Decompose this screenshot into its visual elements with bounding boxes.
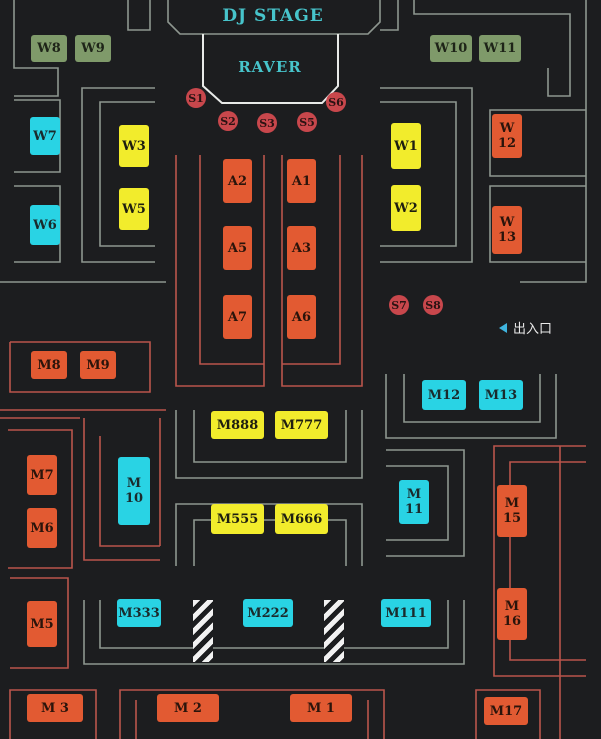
- wall-m12-m13: [385, 374, 557, 439]
- table-w5[interactable]: W5: [119, 188, 149, 230]
- wall-m15-m16: [493, 445, 586, 677]
- stool-s3[interactable]: S3: [257, 113, 277, 133]
- wall-right-w13: [489, 185, 586, 263]
- wall-bottom-m2: [119, 689, 385, 739]
- table-w2[interactable]: W2: [391, 185, 421, 231]
- hatched-walkway-left: [193, 600, 213, 662]
- wall-w3-w5-outer: [81, 87, 155, 263]
- wall-top-left: [13, 0, 59, 97]
- table-m555[interactable]: M555: [211, 504, 264, 534]
- wall-a-block-left: [175, 155, 265, 387]
- wall-m555-m666: [175, 503, 363, 566]
- wall-w1-w2-outer: [380, 87, 473, 263]
- wall-m8-m9: [9, 341, 151, 393]
- exit-label: 出入口: [513, 322, 553, 337]
- table-m16[interactable]: M 16: [497, 588, 527, 640]
- table-m10[interactable]: M 10: [118, 457, 150, 525]
- wall-m3: [9, 689, 97, 739]
- table-m15[interactable]: M 15: [497, 485, 527, 537]
- table-m7[interactable]: M7: [27, 455, 57, 495]
- raver-label: RAVER: [238, 58, 302, 76]
- raver-platform-outline: [202, 34, 339, 104]
- wall-a-block-right: [281, 155, 363, 387]
- table-m6[interactable]: M6: [27, 508, 57, 548]
- table-w10[interactable]: W10: [430, 35, 472, 62]
- wall-m555-m666-inner: [193, 519, 347, 566]
- wall-m15-m16-inner: [509, 461, 586, 661]
- wall-m888-m777-inner: [193, 410, 347, 463]
- table-m5[interactable]: M5: [27, 601, 57, 647]
- wall-m5: [10, 577, 69, 669]
- table-a5[interactable]: A5: [223, 226, 252, 270]
- table-a7[interactable]: A7: [223, 295, 252, 339]
- wall-m888-m777: [175, 410, 363, 479]
- exit-marker[interactable]: 出入口: [499, 318, 552, 337]
- table-m13[interactable]: M13: [479, 380, 523, 410]
- wall-bottom-row: [83, 600, 465, 665]
- stool-s7[interactable]: S7: [389, 295, 409, 315]
- table-m1[interactable]: M 1: [290, 694, 352, 722]
- stool-s1[interactable]: S1: [186, 88, 206, 108]
- wall-m11: [386, 449, 465, 557]
- wall-a-block-right-inner: [282, 155, 341, 365]
- stool-s5[interactable]: S5: [297, 112, 317, 132]
- table-m9[interactable]: M9: [80, 351, 116, 379]
- wall-left-w6: [14, 185, 61, 263]
- wall-m10-inner: [99, 436, 160, 547]
- wall-m7-m6: [8, 429, 73, 569]
- table-w13[interactable]: W 13: [492, 206, 522, 254]
- wall-m12-m13-inner: [403, 374, 541, 423]
- wall-m17: [475, 689, 541, 739]
- wall-right-w12: [489, 109, 586, 177]
- wall-right-edge: [520, 0, 587, 283]
- table-w1[interactable]: W1: [391, 123, 421, 169]
- wall-a-block-left-inner: [199, 155, 264, 365]
- table-a3[interactable]: A3: [287, 226, 316, 270]
- table-w7[interactable]: W7: [30, 117, 60, 155]
- table-w11[interactable]: W11: [479, 35, 521, 62]
- table-m12[interactable]: M12: [422, 380, 466, 410]
- left-triangle-icon: [499, 322, 507, 333]
- table-m666[interactable]: M666: [275, 504, 328, 534]
- stool-s6[interactable]: S6: [326, 92, 346, 112]
- wall-m11-inner: [386, 465, 449, 541]
- table-m11[interactable]: M 11: [399, 480, 429, 524]
- table-m777[interactable]: M777: [275, 411, 328, 439]
- table-m111[interactable]: M111: [381, 599, 431, 627]
- wall-left-w7: [14, 99, 61, 173]
- wall-bottom-row-inner: [99, 600, 449, 649]
- table-w6[interactable]: W6: [30, 205, 60, 245]
- stool-s2[interactable]: S2: [218, 111, 238, 131]
- table-m222[interactable]: M222: [243, 599, 293, 627]
- table-a2[interactable]: A2: [223, 159, 252, 203]
- dj-stage-outline: [167, 0, 381, 35]
- table-m888[interactable]: M888: [211, 411, 264, 439]
- table-w8[interactable]: W8: [31, 35, 67, 62]
- hatched-walkway-right: [324, 600, 344, 662]
- table-a6[interactable]: A6: [287, 295, 316, 339]
- wall-m10: [83, 418, 160, 561]
- table-w9[interactable]: W9: [75, 35, 111, 62]
- wall-top-right-inner: [380, 0, 399, 31]
- dj-stage-label: DJ STAGE: [222, 6, 324, 26]
- table-m17[interactable]: M17: [484, 697, 528, 725]
- table-a1[interactable]: A1: [287, 159, 316, 203]
- stool-s8[interactable]: S8: [423, 295, 443, 315]
- table-m2[interactable]: M 2: [157, 694, 219, 722]
- wall-top-left-inner: [127, 0, 151, 31]
- wall-top-right: [413, 0, 571, 97]
- wall-w3-w5-inner: [99, 101, 155, 247]
- table-m333[interactable]: M333: [117, 599, 161, 627]
- table-w12[interactable]: W 12: [492, 114, 522, 158]
- table-m8[interactable]: M8: [31, 351, 67, 379]
- wall-bottom-m2-div: [135, 700, 369, 739]
- wall-w1-w2-inner: [380, 101, 457, 247]
- table-m3[interactable]: M 3: [27, 694, 83, 722]
- table-w3[interactable]: W3: [119, 125, 149, 167]
